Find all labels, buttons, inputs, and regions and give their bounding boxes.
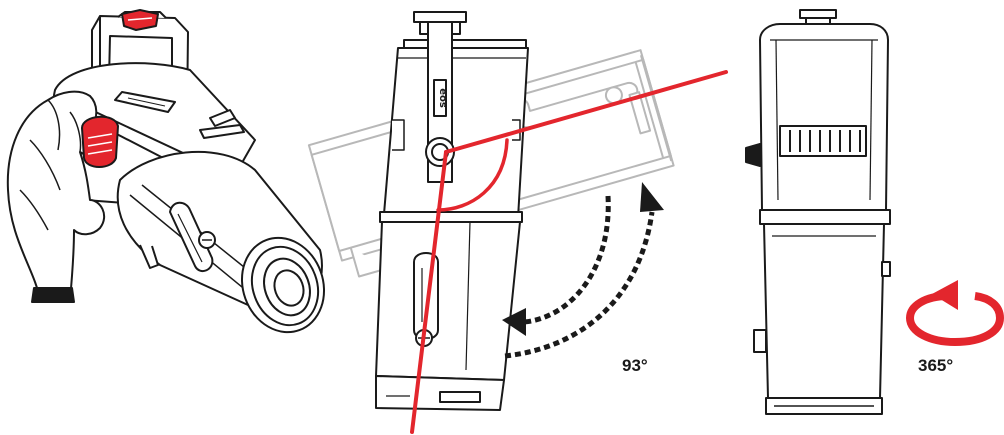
tilt-diagram: eos bbox=[307, 11, 728, 434]
tilt-angle-label: 93° bbox=[622, 356, 648, 375]
left-clamp-bottom bbox=[139, 244, 159, 269]
left-top-knob bbox=[121, 9, 159, 31]
hand bbox=[6, 90, 107, 303]
tilt-angle-arc bbox=[436, 138, 509, 212]
beam-axes bbox=[410, 70, 728, 434]
rotation-angle-label: 365° bbox=[918, 356, 954, 375]
tilt-arrows-icon bbox=[504, 195, 655, 359]
tilted-beam-axis bbox=[444, 70, 728, 154]
tilt-arrow-down bbox=[523, 195, 611, 325]
left-clamp-top bbox=[209, 109, 236, 127]
upright-fixture bbox=[375, 11, 529, 411]
vertical-beam-axis bbox=[410, 150, 448, 434]
left-side-knob bbox=[81, 115, 119, 168]
fixture-in-hand bbox=[6, 9, 326, 334]
front-view-fixture bbox=[745, 9, 891, 415]
tilt-arrow-up bbox=[504, 211, 655, 359]
left-lens bbox=[240, 236, 326, 334]
fixture-logo: eos bbox=[437, 88, 448, 108]
tilt-arrowhead-down bbox=[502, 308, 526, 336]
counterclockwise-rotation-arrow-icon bbox=[905, 280, 1004, 347]
tilt-arrowhead-up bbox=[640, 182, 664, 212]
